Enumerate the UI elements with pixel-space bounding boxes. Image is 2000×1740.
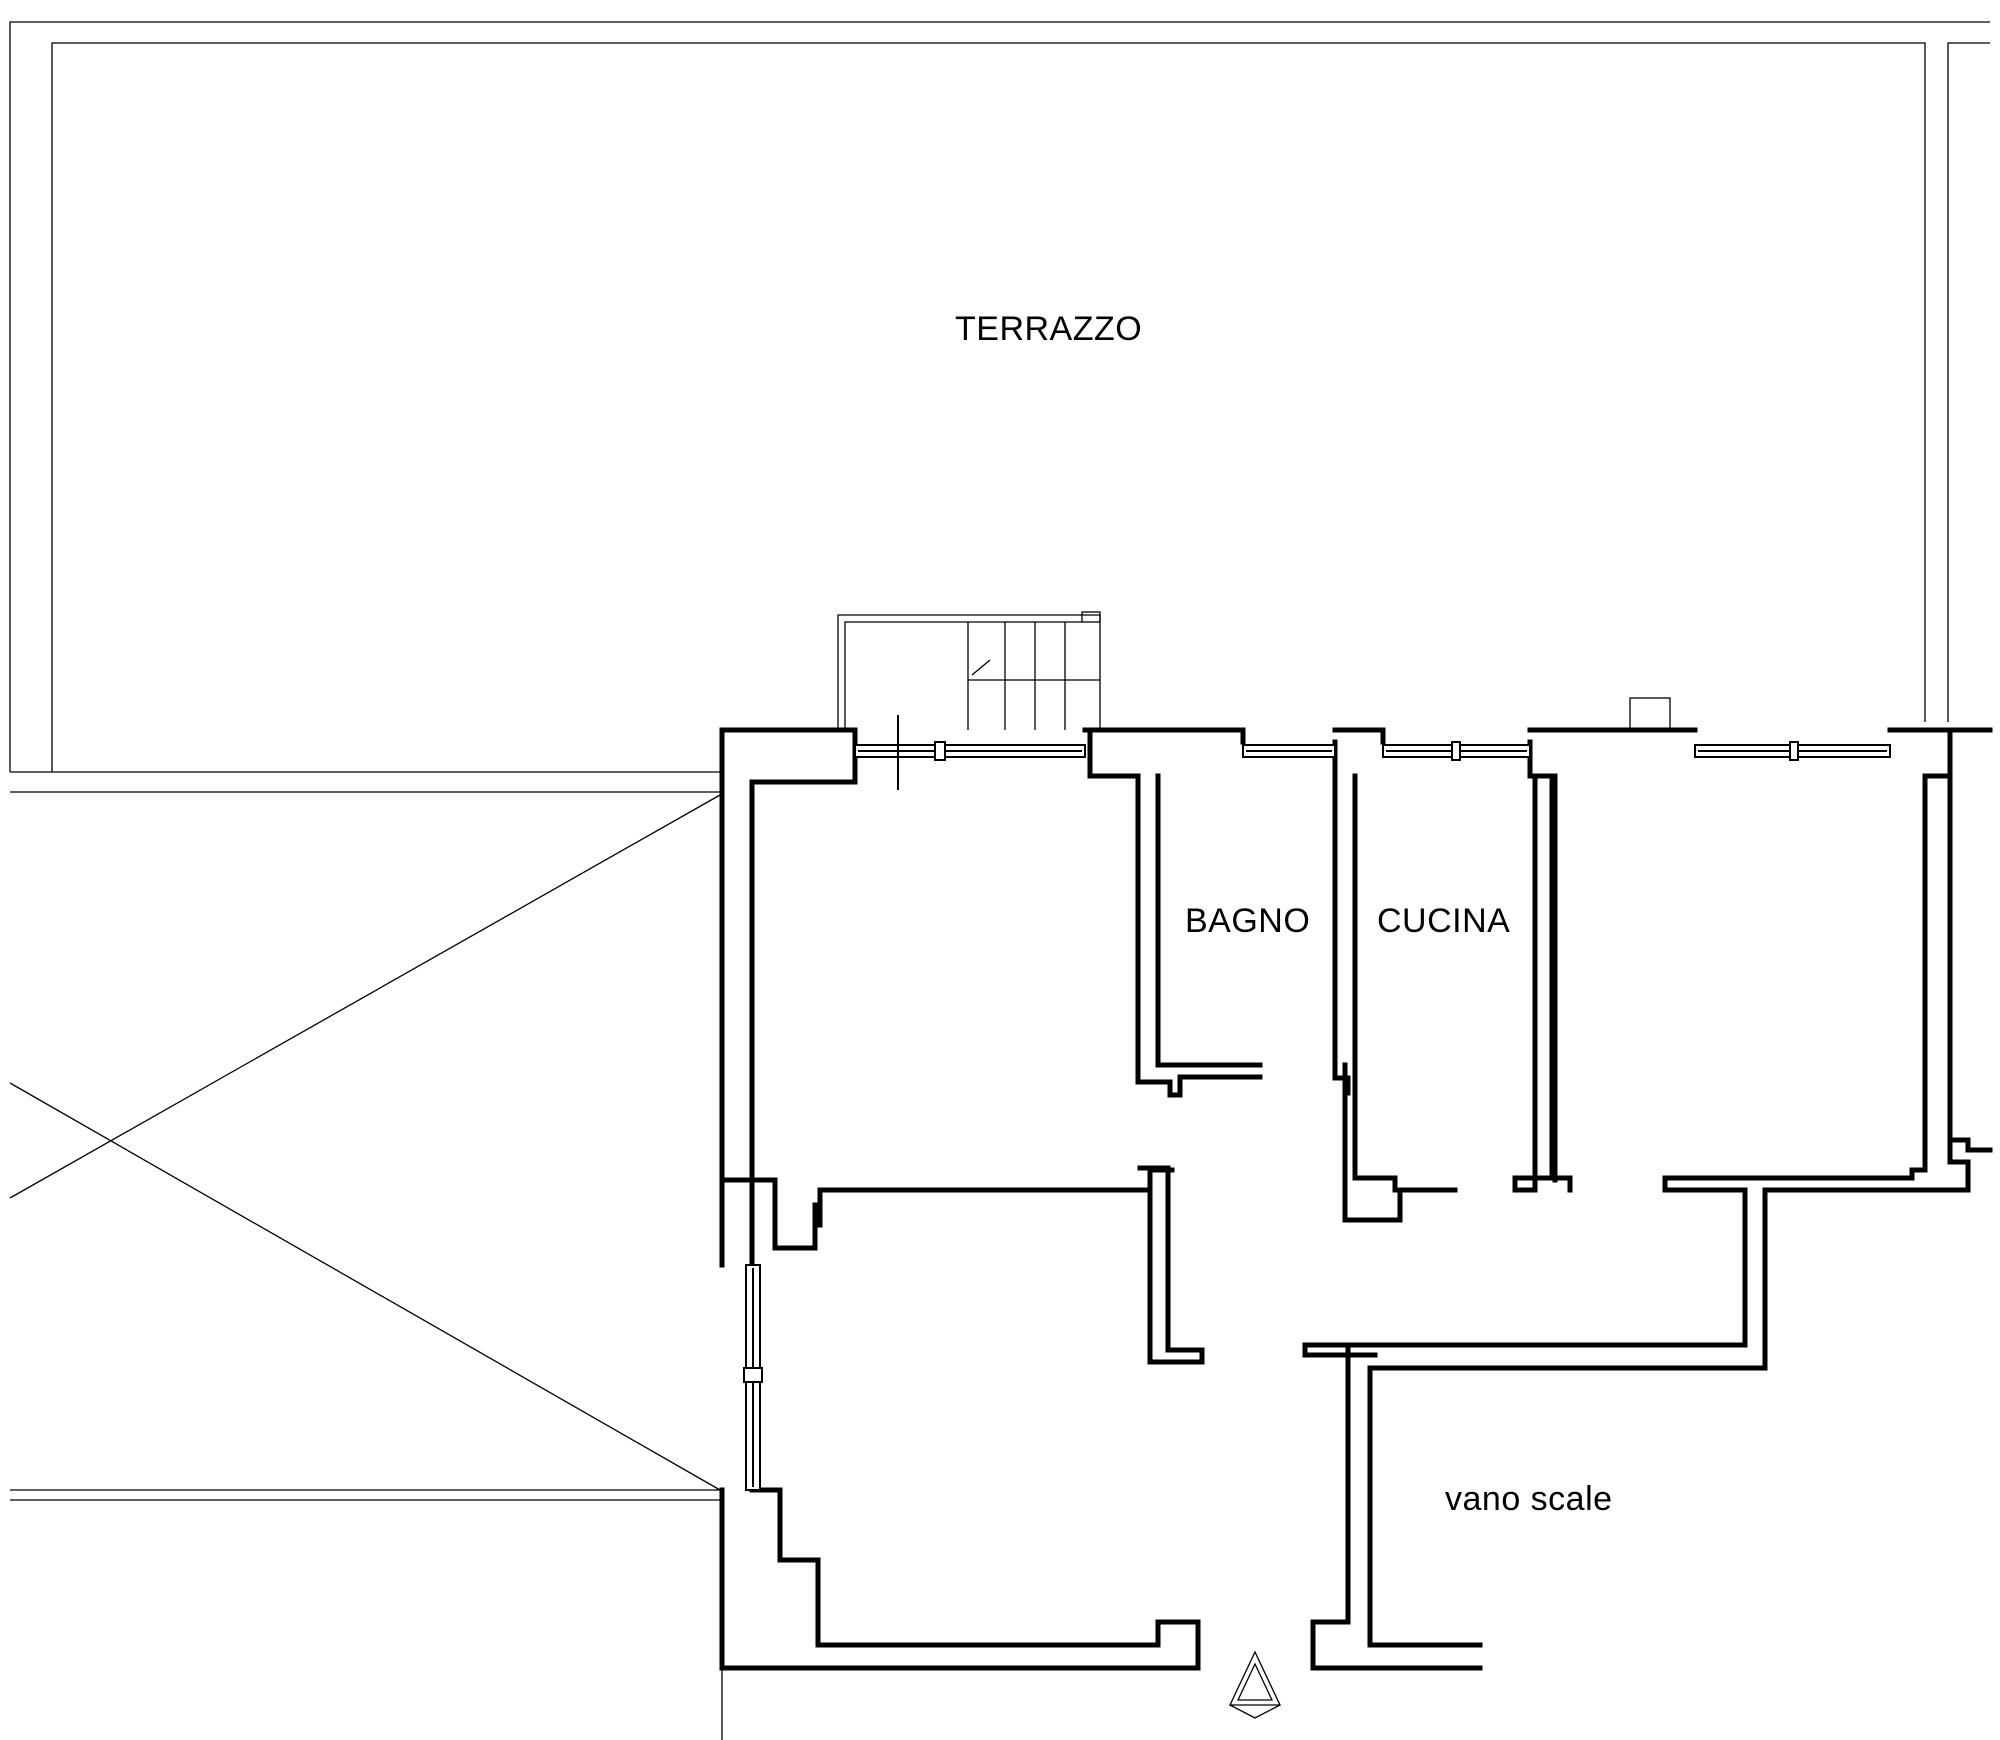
interior-walls: [719, 727, 1993, 1648]
room-label-bagno: BAGNO: [1185, 902, 1311, 940]
terrace-stair: [837, 611, 1101, 730]
left-balcony: [9, 794, 723, 1740]
room-label-cucina: CUCINA: [1377, 902, 1511, 940]
top-windows: [854, 715, 1891, 790]
room-label-terrazzo: TERRAZZO: [955, 310, 1143, 348]
room-label-vano-scale: vano scale: [1445, 1480, 1613, 1518]
terrace-outline: [9, 21, 1990, 793]
chimney-block: [1629, 697, 1671, 731]
north-arrow-icon: [1228, 1650, 1282, 1719]
left-window: [743, 1264, 763, 1491]
exterior-walls: [719, 727, 1993, 1671]
